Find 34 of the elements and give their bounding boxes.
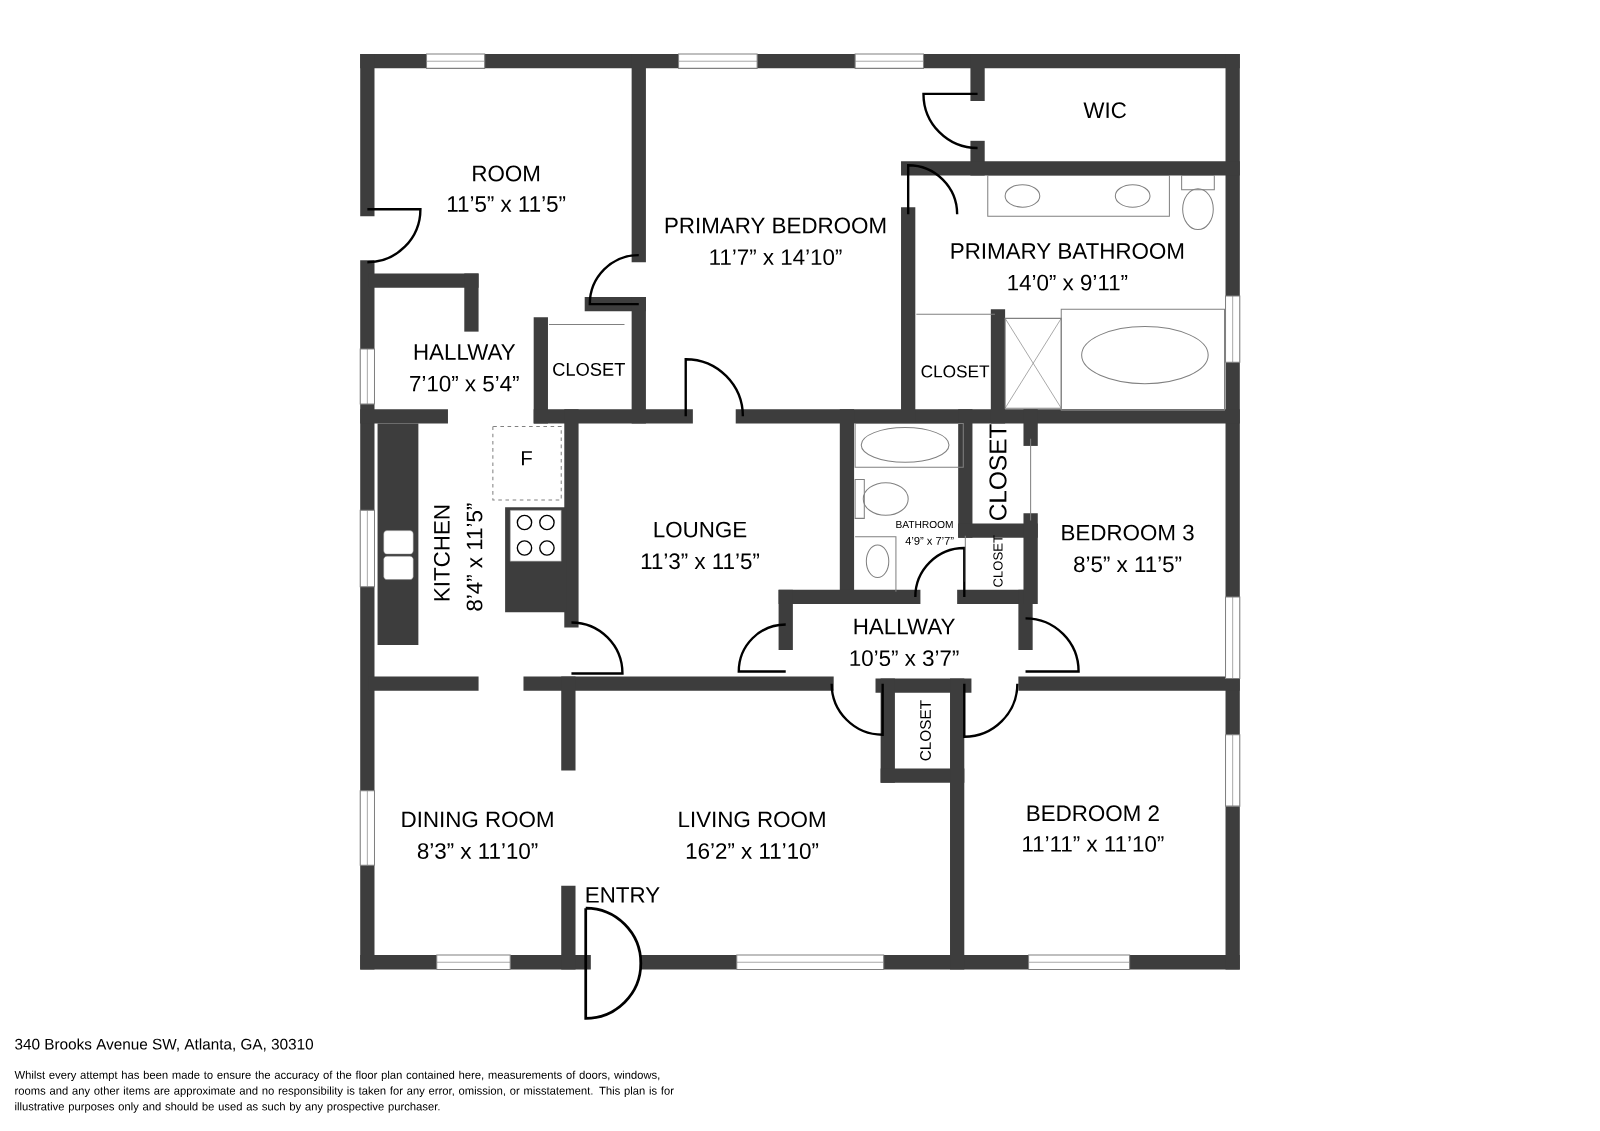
dimension-label: 10’5” x 3’7” — [850, 650, 959, 667]
room-label: KITCHEN — [433, 506, 450, 601]
room-label: ENTRY — [586, 887, 660, 903]
address-text: 340 Brooks Avenue SW, Atlanta, GA, 30310 — [15, 1038, 314, 1052]
dimension-label: 14’0” x 9’11” — [1008, 274, 1128, 291]
room-label: CLOSET — [921, 365, 990, 378]
room-label: CLOSET — [920, 700, 931, 761]
dimension-label: 11’11” x 11’10” — [1023, 836, 1164, 852]
room-label: CLOSET — [553, 363, 625, 377]
room-label: WIC — [1083, 102, 1126, 119]
dimension-label: 11’5” x 11’5” — [448, 196, 566, 213]
dimension-label: 4’9” x 7’7” — [905, 537, 954, 545]
room-label: CLOSET — [993, 535, 1003, 588]
room-label: ROOM — [473, 165, 540, 182]
dimension-label: 11’3” x 11’5” — [641, 553, 759, 570]
disclaimer-text: Whilst every attempt has been made to ensure the accuracy of the floor plan contained here, measurements of doors, windows, rooms and any other items are approximate and no responsibility is taken for any error, omission, or misstatement. This plan is for illustrative purposes only and should be used as such by any prospective purchaser. — [14, 1070, 674, 1113]
room-label: CLOSET — [989, 424, 1007, 521]
dimension-label: 11’7” x 14’10” — [710, 249, 842, 266]
room-label: BATHROOM — [896, 521, 953, 529]
dimension-label: 8’4” x 11’5” — [466, 503, 483, 611]
appliance-label: F — [522, 451, 532, 466]
room-label: DINING ROOM — [402, 811, 553, 828]
room-label: BEDROOM 3 — [1062, 524, 1194, 541]
room-label: PRIMARY BEDROOM — [665, 217, 886, 234]
dimension-label: 7’10” x 5’4” — [410, 375, 519, 392]
room-label: LIVING ROOM — [679, 811, 825, 828]
dimension-label: 8’3” x 11’10” — [417, 843, 538, 860]
dimension-label: 8’5” x 11’5” — [1074, 556, 1182, 573]
room-label: BEDROOM 2 — [1027, 805, 1159, 822]
room-label: HALLWAY — [414, 344, 516, 360]
dimension-label: 16’2” x 11’10” — [686, 843, 819, 860]
room-label: HALLWAY — [854, 619, 955, 635]
room-label: PRIMARY BATHROOM — [951, 243, 1184, 260]
room-label: LOUNGE — [654, 521, 747, 538]
